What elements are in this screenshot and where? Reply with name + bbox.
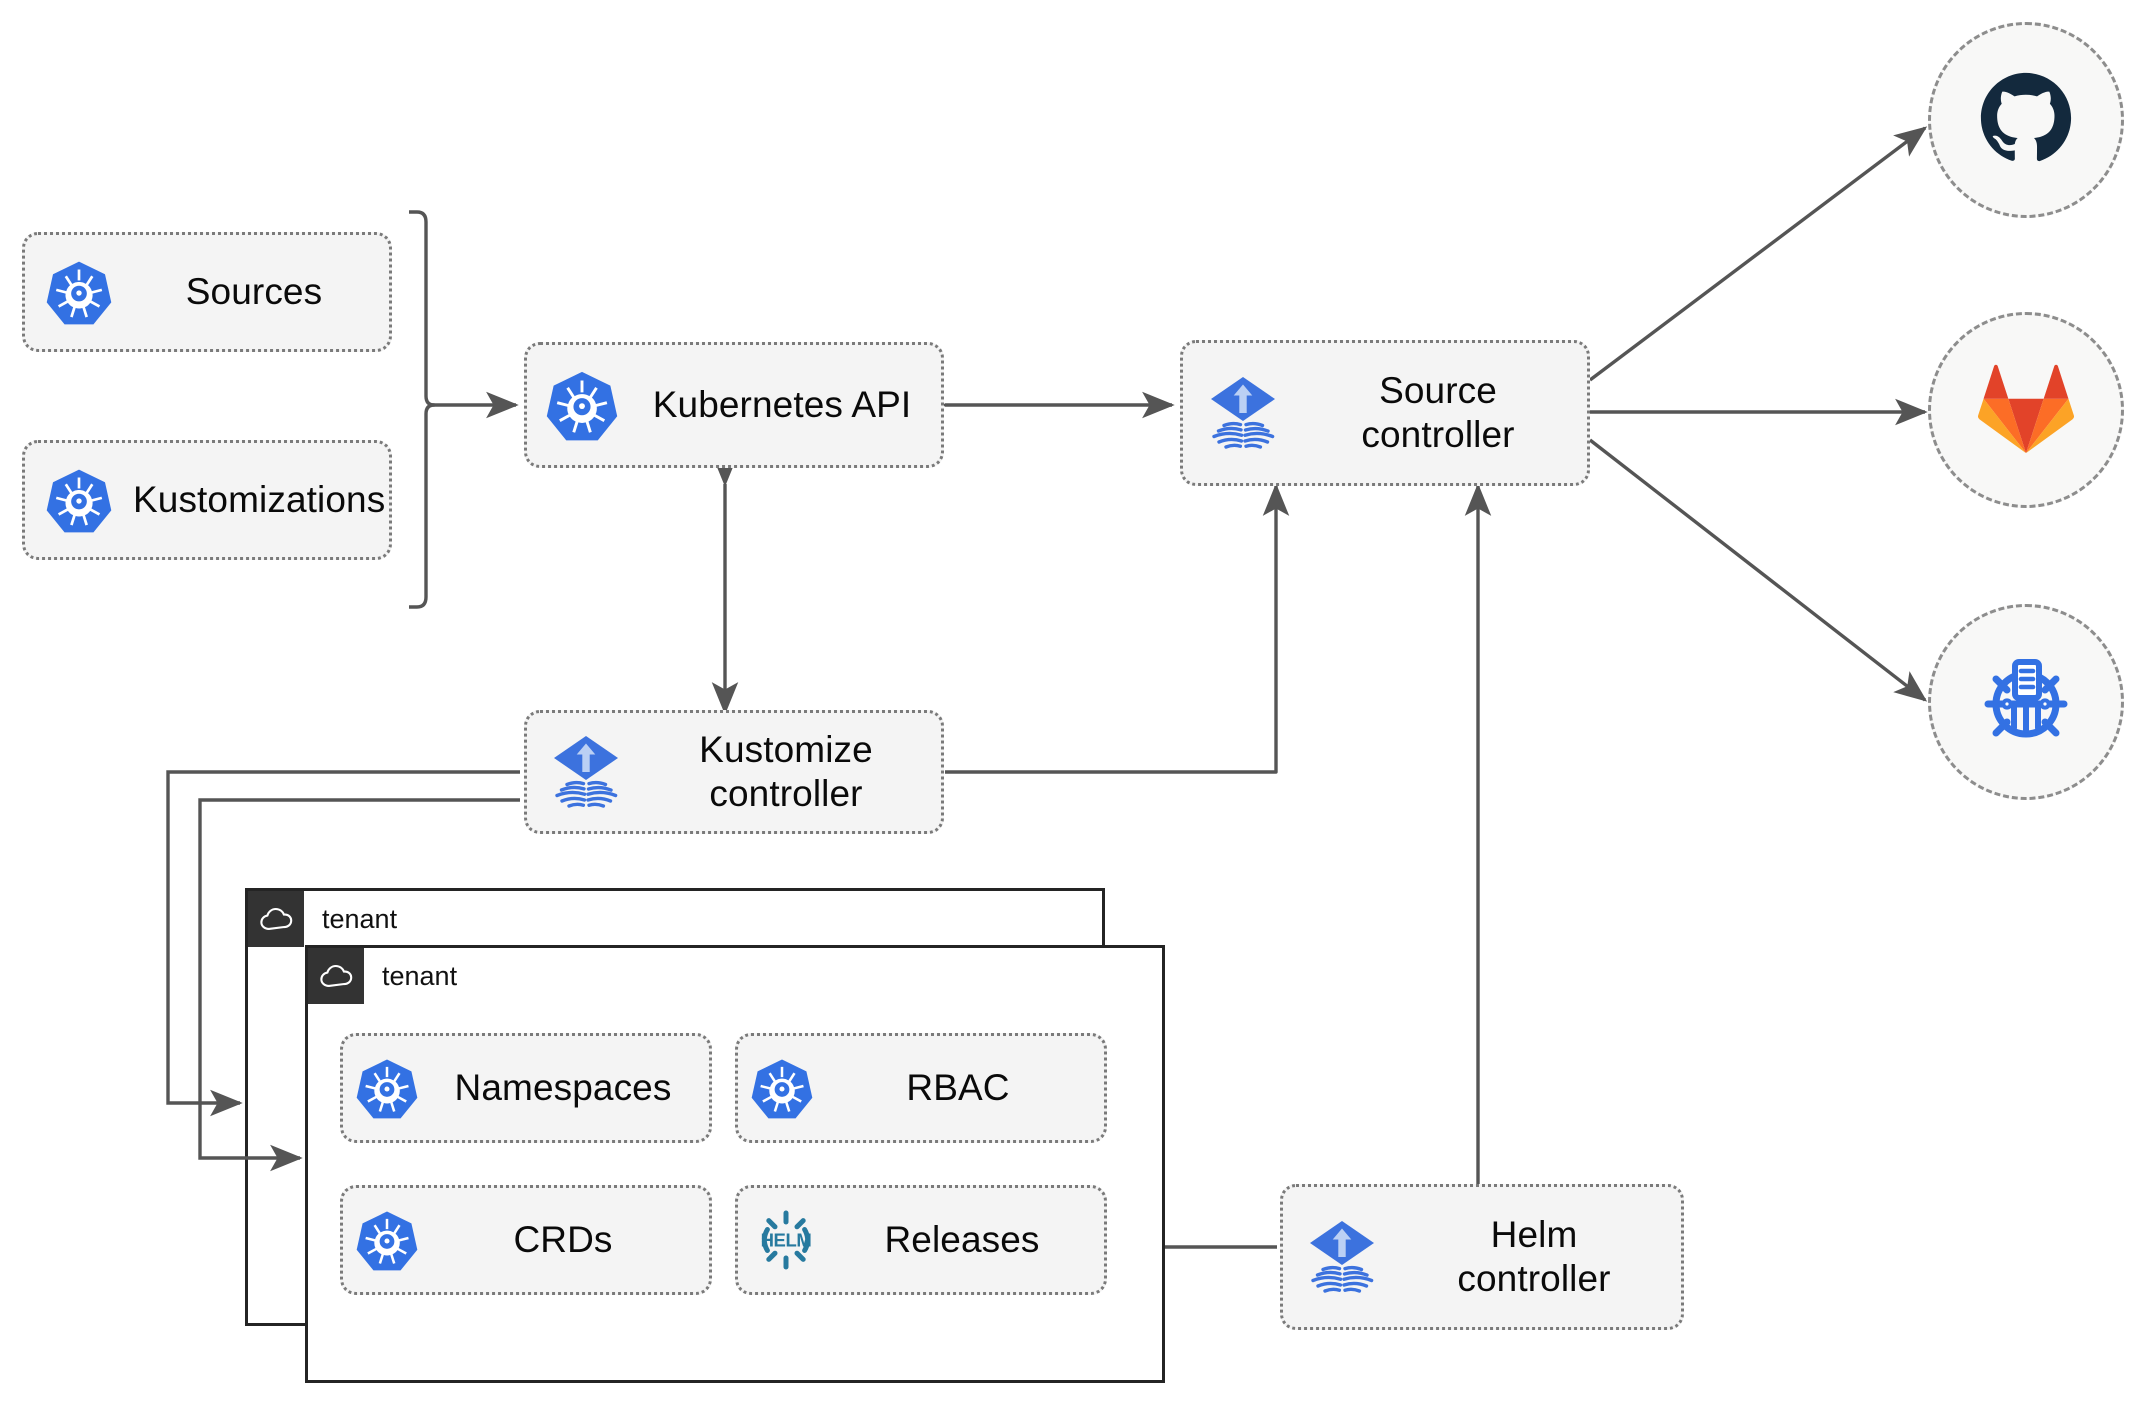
flux-icon <box>1183 373 1303 453</box>
edge-source-github <box>1588 126 1928 382</box>
flux-icon <box>527 732 645 812</box>
kubernetes-icon <box>25 259 133 325</box>
gitlab-icon <box>1978 362 2074 459</box>
provider-helm-repository[interactable] <box>1928 604 2124 800</box>
node-label: Kubernetes API <box>652 384 912 426</box>
node-label: Releases <box>884 1219 1040 1261</box>
node-label: CRDs <box>513 1219 613 1261</box>
edge-kustomize-source <box>945 483 1290 774</box>
node-namespaces[interactable]: Namespaces <box>340 1033 712 1143</box>
provider-github[interactable] <box>1928 22 2124 218</box>
node-kustomizations[interactable]: Kustomizations <box>22 440 392 560</box>
svg-text:HELM: HELM <box>761 1230 812 1251</box>
cloud-icon <box>248 891 304 947</box>
node-source-controller[interactable]: Source controller <box>1180 340 1590 486</box>
helm-icon: HELM <box>738 1204 834 1276</box>
node-label: RBAC <box>906 1067 1010 1109</box>
node-label-line2: controller <box>1361 414 1515 455</box>
cloud-icon <box>308 948 364 1004</box>
edge-source-helmrepo <box>1588 438 1928 702</box>
flux-icon <box>1283 1217 1401 1297</box>
node-label: Namespaces <box>454 1067 672 1109</box>
node-label: Source controller <box>1303 369 1587 456</box>
node-label-line2: controller <box>709 773 863 814</box>
node-releases[interactable]: HELM Releases <box>735 1185 1107 1295</box>
kubernetes-icon <box>343 1209 431 1271</box>
node-label-line2: controller <box>1457 1258 1611 1299</box>
tenant-label: tenant <box>322 903 398 934</box>
github-icon <box>1979 71 2073 170</box>
node-kustomize-controller[interactable]: Kustomize controller <box>524 710 944 834</box>
node-sources[interactable]: Sources <box>22 232 392 352</box>
tenant-title-bar: tenant <box>248 891 397 947</box>
tenant-label: tenant <box>382 960 458 991</box>
node-rbac[interactable]: RBAC <box>735 1033 1107 1143</box>
kubernetes-icon <box>738 1057 826 1119</box>
tenant-inner[interactable]: tenant <box>305 945 1165 1383</box>
edge-kustomize-tenant-outer <box>166 770 520 1117</box>
node-label: Helm controller <box>1401 1213 1681 1300</box>
edge-kustomize-tenant-inner <box>198 798 520 1172</box>
kubernetes-icon <box>25 467 133 533</box>
helm-repository-icon <box>1974 648 2078 757</box>
node-label: Kustomizations <box>133 479 386 521</box>
node-label-line1: Kustomize <box>699 729 873 771</box>
tenant-title-bar: tenant <box>308 948 457 1004</box>
provider-gitlab[interactable] <box>1928 312 2124 508</box>
kubernetes-icon <box>527 369 637 441</box>
kubernetes-icon <box>343 1057 431 1119</box>
node-helm-controller[interactable]: Helm controller <box>1280 1184 1684 1330</box>
node-label: Kustomize controller <box>645 728 941 815</box>
node-label: Sources <box>185 271 323 313</box>
node-crds[interactable]: CRDs <box>340 1185 712 1295</box>
node-label-line1: Helm <box>1490 1214 1578 1256</box>
node-label-line1: Source <box>1379 370 1497 412</box>
